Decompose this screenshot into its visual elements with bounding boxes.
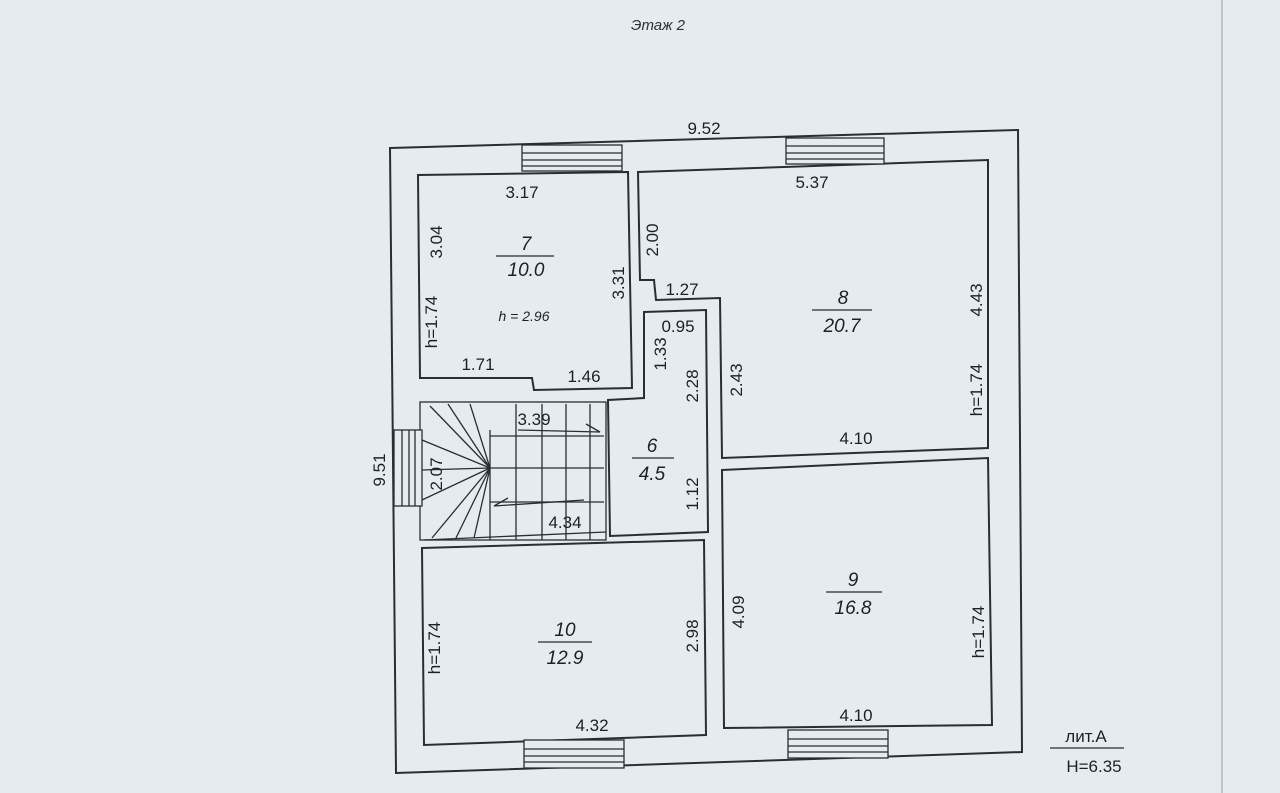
room-9-area: 16.8 [835, 598, 872, 619]
room-10-side-height: h=1.74 [425, 622, 444, 674]
room-8-dim-step: 1.27 [665, 280, 698, 299]
stair-dim-left: 2.07 [427, 457, 446, 490]
room-9: 4.09 4.10 9 16.8 h=1.74 [729, 570, 988, 725]
outer-wall [388, 128, 1024, 775]
room-10-dim-right: 2.98 [683, 619, 702, 652]
room-7-dim-bottom-left: 1.71 [461, 355, 494, 374]
room-8-dim-right: 4.43 [967, 283, 986, 316]
room-8-dim-bottom: 4.10 [839, 429, 872, 448]
outer-height-dim: 9.51 [370, 453, 389, 486]
stair-down-arrow [493, 497, 585, 507]
room-7-area: 10.0 [508, 260, 545, 281]
floor-title: Этаж 2 [631, 17, 686, 34]
stamp-height: H=6.35 [1066, 757, 1121, 776]
room-10-dim-bottom: 4.32 [575, 716, 608, 735]
room-7-dim-bottom-right: 1.46 [567, 367, 600, 386]
stair-dim-bottom: 4.34 [548, 513, 581, 532]
room-7-dim-left: 3.04 [427, 225, 446, 258]
room-8-dim-left: 2.00 [643, 223, 662, 256]
room-10-number: 10 [554, 620, 576, 641]
room-6-area: 4.5 [639, 464, 666, 485]
room-8-dim-inner: 2.43 [727, 363, 746, 396]
room-9-side-height: h=1.74 [969, 606, 988, 658]
room-6-dim-top: 0.95 [661, 317, 694, 336]
room-10-area: 12.9 [547, 648, 584, 669]
windows [393, 137, 889, 769]
room-7-number: 7 [521, 234, 533, 255]
room-8: 5.37 2.00 1.27 4.43 2.43 4.10 8 20.7 h=1… [643, 173, 986, 448]
room-6-outline [606, 308, 710, 538]
room-8-side-height: h=1.74 [967, 364, 986, 416]
room-7-dim-top: 3.17 [505, 183, 538, 202]
building-stamp: лит.А H=6.35 [1050, 727, 1124, 776]
room-6-dim-bottom: 1.12 [683, 477, 702, 510]
room-9-number: 9 [848, 570, 859, 591]
room-7-side-height: h=1.74 [422, 296, 441, 348]
room-7-dim-right: 3.31 [609, 266, 628, 299]
room-8-area: 20.7 [823, 316, 862, 337]
room-9-dim-left: 4.09 [729, 595, 748, 628]
room-8-dim-top: 5.37 [795, 173, 828, 192]
stamp-letter: лит.А [1065, 727, 1107, 746]
room-6-dim-step: 1.33 [651, 337, 670, 370]
room-8-number: 8 [838, 288, 849, 309]
stair-up-arrow [517, 423, 601, 433]
staircase [419, 401, 607, 541]
room-6: 0.95 1.33 2.28 1.12 6 4.5 [632, 317, 702, 511]
room-6-number: 6 [647, 436, 658, 457]
room-10: 2.98 4.32 10 12.9 h=1.74 [425, 619, 702, 735]
stair-dimensions: 3.39 2.07 4.34 [427, 410, 582, 532]
room-9-dim-bottom: 4.10 [839, 706, 872, 725]
stair-dim-top: 3.39 [517, 410, 550, 429]
room-7-ceiling-height: h = 2.96 [499, 308, 550, 324]
room-9-outline [720, 456, 994, 730]
room-7: 3.17 3.04 3.31 1.71 1.46 7 10.0 h = 2.96… [422, 183, 628, 386]
outer-width-dim: 9.52 [687, 119, 720, 138]
room-6-dim-right: 2.28 [683, 369, 702, 402]
room-8-outline [636, 158, 989, 460]
room-10-outline [420, 538, 708, 747]
